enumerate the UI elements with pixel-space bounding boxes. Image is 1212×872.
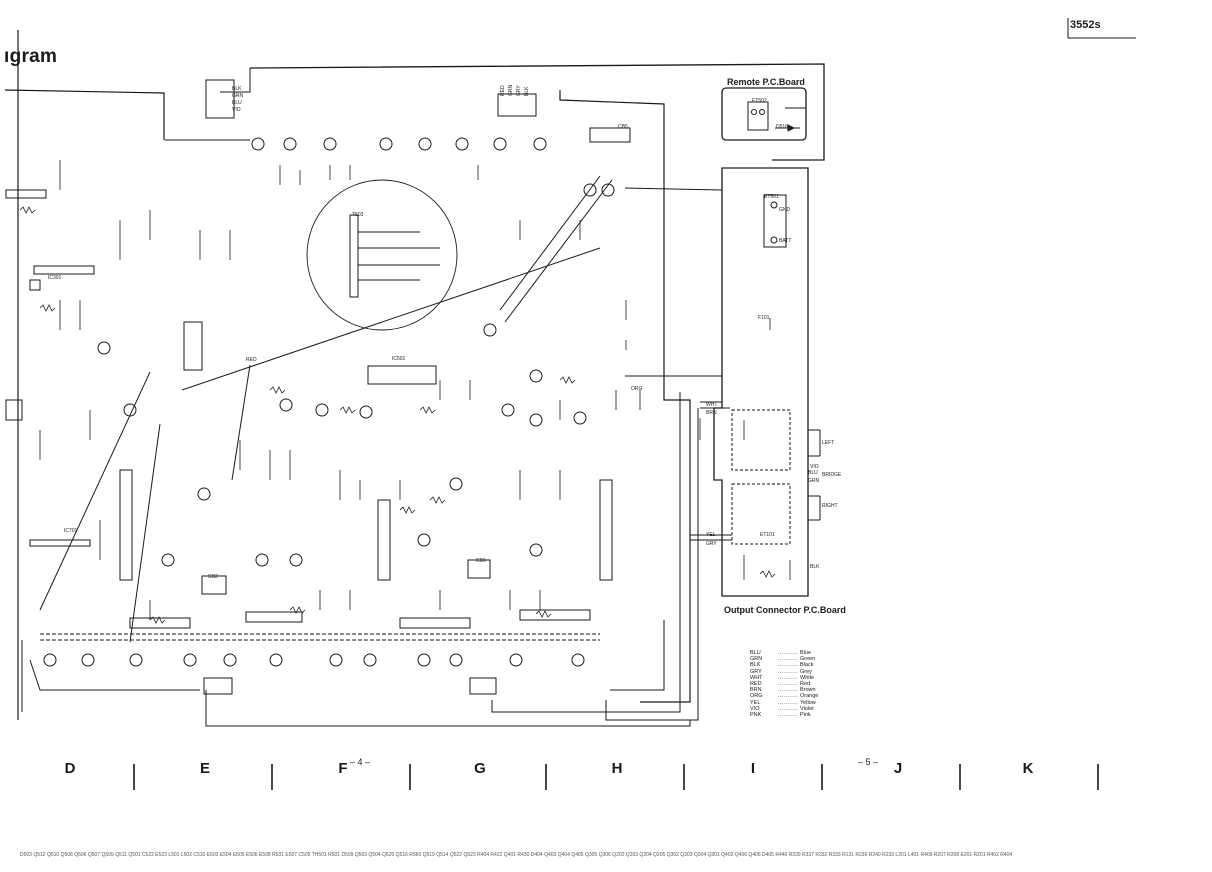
legend-row-grn: GRN..........Green bbox=[750, 656, 818, 662]
legend-row-wht: WHT..........White bbox=[750, 675, 818, 681]
right-label: RIGHT bbox=[822, 503, 838, 509]
legend-name: Red bbox=[800, 681, 811, 688]
legend-row-vio: VIO..........Violet bbox=[750, 706, 818, 712]
legend-row-blk: BLK..........Black bbox=[750, 662, 818, 668]
legend-row-yel: YEL..........Yellow bbox=[750, 700, 818, 706]
remote-jack-label: ET502 bbox=[752, 98, 767, 104]
blu-label: BLU bbox=[808, 470, 818, 476]
fuse-label: F101 bbox=[758, 315, 770, 321]
legend-dots: .......... bbox=[778, 662, 799, 669]
wire-label-blu: BLU bbox=[232, 100, 242, 106]
legend-name: Green bbox=[800, 656, 816, 663]
left-label: LEFT bbox=[822, 440, 835, 446]
legend-name: Yellow bbox=[800, 699, 816, 706]
wht-label: WHT bbox=[706, 402, 718, 408]
red-label: RED bbox=[246, 357, 257, 363]
legend-dots: .......... bbox=[778, 693, 799, 700]
legend-code: WHT bbox=[750, 674, 763, 681]
legend-name: White bbox=[800, 674, 815, 681]
legend-name: Pink bbox=[800, 712, 811, 719]
legend-code: YEL bbox=[750, 699, 761, 706]
output-board-title: Output Connector P.C.Board bbox=[724, 605, 846, 615]
transformer-label: T503 bbox=[352, 212, 364, 218]
legend-dots: .......... bbox=[778, 668, 799, 675]
legend-code: BLU bbox=[750, 650, 761, 656]
blk-label: BLK bbox=[810, 564, 820, 570]
legend-name: Orange bbox=[800, 693, 819, 700]
ic701-label: IC701 bbox=[64, 528, 78, 534]
column-g: G bbox=[474, 760, 486, 777]
cb6-label: CB6 bbox=[476, 558, 486, 564]
legend-dots: .......... bbox=[778, 681, 799, 688]
bridge-label: BRIDGE bbox=[822, 472, 842, 478]
legend-code: GRN bbox=[750, 656, 763, 663]
legend-code: BLK bbox=[750, 662, 761, 669]
batt-jack-label: ET501 bbox=[764, 194, 779, 200]
legend-dots: .......... bbox=[778, 687, 799, 694]
legend-code: ORG bbox=[750, 693, 763, 700]
legend-name: Violet bbox=[800, 705, 814, 712]
ic301-label: IC301 bbox=[48, 275, 62, 281]
legend-code: RED bbox=[750, 681, 762, 688]
legend-name: Blue bbox=[800, 650, 812, 656]
output-jack-label: ET101 bbox=[760, 532, 775, 538]
diagram-title: ıgram bbox=[4, 46, 58, 67]
vio-label: VIO bbox=[810, 464, 819, 470]
cb2-label: CB2 bbox=[208, 574, 218, 580]
legend-dots: .......... bbox=[778, 712, 799, 719]
legend-name: Grey bbox=[800, 668, 812, 675]
top-connector-wire-blk: BLK bbox=[524, 86, 530, 96]
legend-dots: .......... bbox=[778, 674, 799, 681]
page-number-5: – 5 – bbox=[858, 757, 879, 767]
org-label: ORG bbox=[631, 386, 643, 392]
legend-row-red: RED..........Red bbox=[750, 681, 818, 687]
legend-dots: .......... bbox=[778, 705, 799, 712]
wire-label-vio: VIO bbox=[232, 107, 241, 113]
column-f: F bbox=[338, 760, 348, 777]
remote-board-title: Remote P.C.Board bbox=[727, 77, 805, 87]
component-designator-list: D503 Q512 Q510 Q508 Q506 Q507 Q509 Q511 … bbox=[20, 852, 1013, 858]
page-number-4: – 4 – bbox=[350, 757, 371, 767]
batt-label: BATT bbox=[779, 238, 792, 244]
legend-dots: .......... bbox=[778, 650, 799, 656]
legend-name: Brown bbox=[800, 687, 816, 694]
column-d: D bbox=[64, 760, 76, 777]
legend-dots: .......... bbox=[778, 656, 799, 663]
column-i: I bbox=[750, 760, 756, 777]
grn-label: GRN bbox=[808, 478, 820, 484]
cb5-label: CB5 bbox=[618, 124, 628, 130]
wire-label-grn: GRN bbox=[232, 93, 244, 99]
legend-code: VIO bbox=[750, 705, 760, 712]
wire-label-blk: BLK bbox=[232, 86, 242, 92]
gnd-label: GND bbox=[779, 207, 791, 213]
legend-row-gry: GRY..........Grey bbox=[750, 669, 818, 675]
top-connector-wire-red: RED bbox=[500, 85, 506, 96]
legend-code: GRY bbox=[750, 668, 762, 675]
legend-dots: .......... bbox=[778, 699, 799, 706]
legend-row-brn: BRN..........Brown bbox=[750, 687, 818, 693]
legend-code: BRN bbox=[750, 687, 762, 694]
top-connector-wire-grn: GRN bbox=[508, 84, 514, 96]
gry-label: GRY bbox=[706, 541, 717, 547]
remote-diode-label: D516 bbox=[776, 124, 788, 130]
legend-row-org: ORG..........Orange bbox=[750, 693, 818, 699]
legend-row-pnk: PNK..........Pink bbox=[750, 712, 818, 718]
column-k: K bbox=[1022, 760, 1034, 777]
column-h: H bbox=[611, 760, 623, 777]
legend-row-blu: BLU..........Blue bbox=[750, 650, 818, 656]
column-e: E bbox=[199, 760, 210, 777]
model-code: 3552s bbox=[1070, 19, 1101, 31]
top-connector-wire-gry: GRY bbox=[516, 85, 522, 96]
ic501-label: IC501 bbox=[392, 356, 406, 362]
brn-label: BRN bbox=[706, 410, 717, 416]
legend-name: Black bbox=[800, 662, 814, 669]
legend-code: PNK bbox=[750, 712, 762, 719]
column-j: J bbox=[893, 760, 903, 777]
yel-label: YEL bbox=[706, 532, 716, 538]
